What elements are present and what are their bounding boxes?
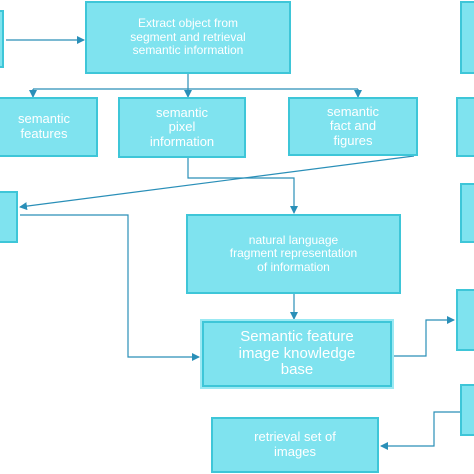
box-semantic-fact: semantic fact and figures: [288, 97, 418, 156]
box-semantic-pixel: semantic pixel information: [118, 97, 246, 158]
box-top-left-partial: [0, 10, 4, 68]
box-right-bottom-partial: [460, 384, 474, 436]
box-extract-object-label: Extract object from segment and retrieva…: [130, 16, 246, 58]
box-knowledge-base: Semantic feature image knowledge base: [202, 321, 392, 387]
arrow-left-box-to-knowledge-base: [20, 214, 200, 361]
box-semantic-fact-label: semantic fact and figures: [326, 103, 380, 148]
box-natural-language: natural language fragment representation…: [186, 214, 401, 294]
box-semantic-features: semantic features: [0, 97, 98, 157]
box-right-upper-partial: [456, 97, 474, 157]
box-extract-object: Extract object from segment and retrieva…: [85, 1, 291, 74]
box-right-lower-partial: [456, 289, 474, 351]
box-right-middle-partial: [460, 183, 474, 243]
box-retrieval-set: retrieval set of images: [211, 417, 379, 473]
arrow-pixel-to-natural-language: [187, 158, 298, 214]
box-semantic-features-label: semantic features: [17, 111, 71, 141]
box-left-middle: [0, 191, 18, 243]
box-knowledge-base-label: Semantic feature image knowledge base: [238, 327, 356, 379]
box-natural-language-label: natural language fragment representation…: [229, 232, 358, 274]
box-top-right-partial: [460, 1, 474, 74]
arrow-right-to-retrieval-set: [380, 411, 460, 450]
arrow-knowledge-base-to-right: [392, 316, 455, 357]
box-retrieval-set-label: retrieval set of images: [254, 429, 336, 459]
arrow-fact-to-left-box: [19, 155, 415, 211]
box-semantic-pixel-label: semantic pixel information: [149, 104, 215, 149]
